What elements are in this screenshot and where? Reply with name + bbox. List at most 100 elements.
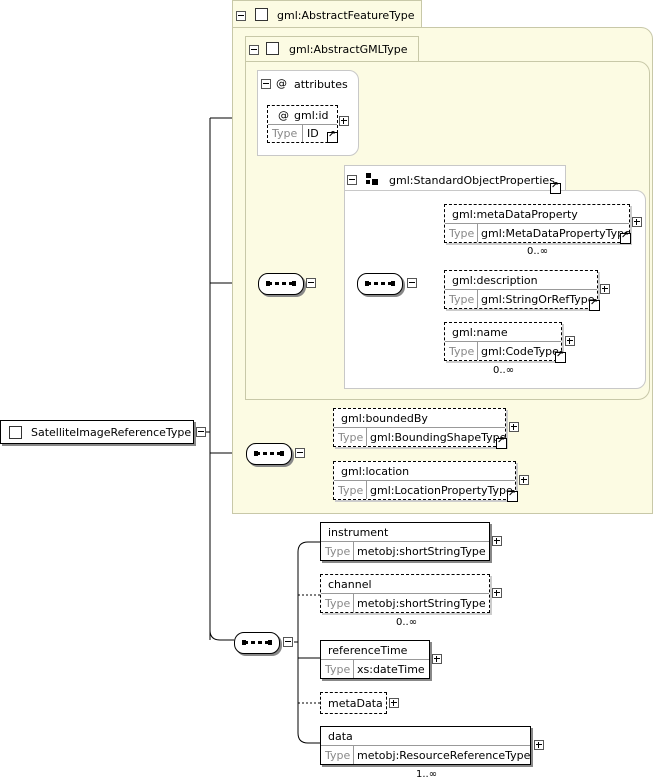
- bounded-by-type-label: Type: [338, 431, 364, 444]
- abstract-feature-collapse-toggle[interactable]: [236, 11, 246, 21]
- gml-id-type-divider: [302, 125, 303, 142]
- abstract-gml-title: gml:AbstractGMLType: [289, 43, 408, 56]
- data-occurrence: 1..∞: [416, 769, 438, 780]
- name-type: gml:CodeType: [481, 345, 559, 358]
- group-icon: [366, 173, 378, 185]
- sequence-icon: [254, 451, 284, 456]
- standard-properties-sequence-compositor[interactable]: [357, 273, 403, 295]
- description-name: gml:description: [452, 274, 538, 287]
- description-type-divider: [477, 290, 478, 308]
- feature-sequence-compositor[interactable]: [246, 443, 292, 465]
- feature-sequence-collapse-toggle[interactable]: [295, 448, 305, 458]
- location-name: gml:location: [341, 465, 410, 478]
- name-type-divider: [477, 342, 478, 360]
- standard-object-properties-collapse-toggle[interactable]: [347, 175, 357, 185]
- meta-data-name: metaData: [328, 697, 383, 710]
- attributes-at-icon: @: [276, 77, 287, 90]
- root-collapse-toggle[interactable]: [196, 427, 206, 437]
- meta-data-property-type-label: Type: [449, 227, 475, 240]
- description-expand-toggle[interactable]: [600, 284, 610, 294]
- bounded-by-type: gml:BoundingShapeType: [370, 431, 507, 444]
- reference-time-name: referenceTime: [328, 644, 408, 657]
- sequence-icon: [266, 281, 296, 286]
- meta-data-property-name: gml:metaDataProperty: [452, 208, 578, 221]
- name-type-link-icon[interactable]: [555, 350, 566, 363]
- name-expand-toggle[interactable]: [565, 336, 575, 346]
- data-expand-toggle[interactable]: [534, 740, 544, 750]
- channel-element[interactable]: channel Type metobj:shortStringType: [320, 574, 490, 613]
- complex-type-icon: [9, 426, 22, 439]
- bounded-by-name: gml:boundedBy: [341, 412, 428, 425]
- reference-time-element[interactable]: referenceTime Type xs:dateTime: [320, 640, 430, 679]
- meta-data-property-expand-toggle[interactable]: [632, 217, 642, 227]
- location-expand-toggle[interactable]: [519, 475, 529, 485]
- gml-id-expand-toggle[interactable]: [339, 116, 349, 126]
- location-separator: [334, 480, 515, 481]
- abstract-feature-title: gml:AbstractFeatureType: [277, 9, 415, 22]
- bounded-by-type-link-icon[interactable]: [496, 436, 507, 449]
- name-type-label: Type: [449, 345, 475, 358]
- gml-id-type-link-icon[interactable]: [327, 130, 338, 143]
- channel-expand-toggle[interactable]: [492, 588, 502, 598]
- standard-object-properties-tab: [344, 165, 566, 192]
- channel-name: channel: [328, 578, 372, 591]
- reference-time-type-divider: [353, 660, 354, 678]
- location-type-label: Type: [338, 484, 364, 497]
- root-type-name: SatelliteImageReferenceType: [31, 426, 192, 439]
- data-element[interactable]: data Type metobj:ResourceReferenceType: [320, 726, 531, 765]
- data-separator: [321, 745, 530, 746]
- abstract-gml-icon: [266, 42, 279, 55]
- location-type-link-icon[interactable]: [507, 489, 518, 502]
- gml-id-separator: [268, 124, 337, 125]
- instrument-expand-toggle[interactable]: [492, 536, 502, 546]
- description-separator: [445, 289, 597, 290]
- reference-time-expand-toggle[interactable]: [432, 654, 442, 664]
- meta-data-property-type-link-icon[interactable]: [620, 231, 631, 244]
- channel-type-divider: [353, 594, 354, 612]
- name-element[interactable]: gml:name Type gml:CodeType: [444, 322, 562, 361]
- data-type: metobj:ResourceReferenceType: [357, 749, 531, 762]
- reference-time-type-label: Type: [325, 663, 351, 676]
- name-occurrence: 0..∞: [493, 365, 515, 376]
- gml-id-type-label: Type: [272, 127, 298, 140]
- sequence-icon: [365, 281, 395, 286]
- gml-sequence-collapse-toggle[interactable]: [306, 278, 316, 288]
- abstract-gml-collapse-toggle[interactable]: [249, 45, 259, 55]
- meta-data-expand-toggle[interactable]: [389, 698, 399, 708]
- abstract-feature-icon: [255, 8, 268, 21]
- bounded-by-separator: [334, 427, 505, 428]
- description-element[interactable]: gml:description Type gml:StringOrRefType: [444, 270, 598, 309]
- channel-occurrence: 0..∞: [396, 617, 418, 628]
- gml-id-at-icon: @: [278, 109, 289, 122]
- instrument-type-label: Type: [325, 545, 351, 558]
- instrument-name: instrument: [328, 526, 389, 539]
- channel-separator: [321, 593, 489, 594]
- standard-object-properties-link-icon[interactable]: [550, 181, 561, 194]
- gml-id-name: gml:id: [294, 109, 329, 122]
- bounded-by-expand-toggle[interactable]: [509, 422, 519, 432]
- own-sequence-collapse-toggle[interactable]: [283, 637, 293, 647]
- instrument-element[interactable]: instrument Type metobj:shortStringType: [320, 522, 490, 561]
- instrument-type-divider: [353, 542, 354, 560]
- standard-object-properties-title: gml:StandardObjectProperties: [389, 174, 555, 187]
- location-type-divider: [366, 481, 367, 499]
- meta-data-property-occurrence: 0..∞: [527, 246, 549, 257]
- standard-properties-sequence-collapse-toggle[interactable]: [407, 278, 417, 288]
- location-type: gml:LocationPropertyType: [370, 484, 513, 497]
- sequence-icon: [242, 640, 272, 645]
- own-sequence-compositor[interactable]: [234, 632, 280, 654]
- attributes-collapse-toggle[interactable]: [261, 79, 271, 89]
- location-element[interactable]: gml:location Type gml:LocationPropertyTy…: [333, 461, 516, 500]
- bounded-by-element[interactable]: gml:boundedBy Type gml:BoundingShapeType: [333, 408, 506, 447]
- meta-data-property-element[interactable]: gml:metaDataProperty Type gml:MetaDataPr…: [444, 204, 631, 243]
- meta-data-property-separator: [445, 223, 629, 224]
- gml-sequence-compositor[interactable]: [258, 273, 304, 295]
- meta-data-property-type-divider: [477, 224, 478, 242]
- meta-data-element[interactable]: metaData: [320, 692, 387, 714]
- description-type-label: Type: [449, 293, 475, 306]
- gml-id-attribute[interactable]: @ gml:id Type ID: [267, 105, 338, 143]
- root-type-box[interactable]: SatelliteImageReferenceType: [0, 420, 194, 444]
- reference-time-separator: [321, 659, 429, 660]
- description-type-link-icon[interactable]: [589, 298, 600, 311]
- description-type: gml:StringOrRefType: [481, 293, 595, 306]
